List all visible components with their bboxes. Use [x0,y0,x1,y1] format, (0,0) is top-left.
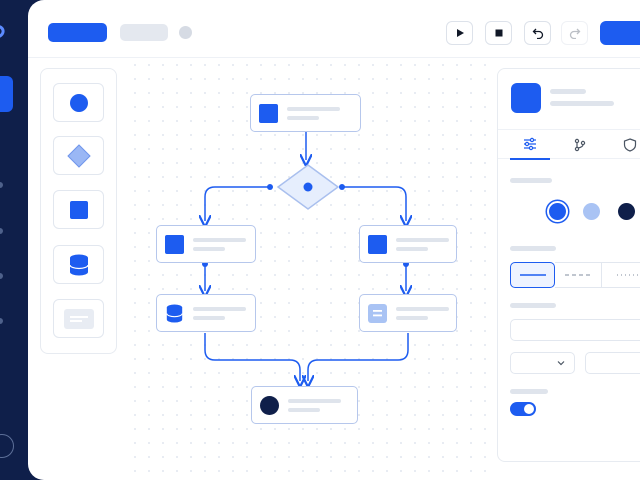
logo-icon[interactable] [0,22,8,40]
stop-icon [495,29,502,37]
toggle-label [510,389,548,394]
circle-icon [260,396,279,415]
line-style-solid[interactable] [510,262,555,288]
circle-shape-icon [69,93,88,112]
solid-line-icon [519,274,546,276]
flow-node-left-task[interactable] [156,225,256,263]
chevron-down-icon [557,361,565,366]
undo-icon [532,28,543,39]
tab-branches[interactable] [560,130,600,160]
square-shape-icon [69,200,88,219]
toolbar [28,0,640,58]
tab-permissions[interactable] [610,130,640,160]
run-button[interactable] [600,21,640,45]
diamond-shape-icon [66,143,91,168]
play-button[interactable] [446,21,473,45]
small-select-right[interactable] [585,352,640,374]
flow-node-right-document[interactable] [359,294,457,332]
small-select-left[interactable] [510,352,575,374]
secondary-action-button[interactable] [120,24,168,41]
nav-rail [0,0,28,480]
dashed-line-icon [565,274,591,276]
rail-item-dot[interactable] [0,273,3,279]
stop-button[interactable] [485,21,512,45]
primary-action-button[interactable] [48,23,107,42]
line-style-label [510,246,556,251]
shape-palette [40,68,117,354]
square-icon [368,235,387,254]
color-swatch-light-blue[interactable] [583,203,600,220]
redo-icon [569,28,580,39]
inspector-subtitle [550,101,614,106]
play-icon [456,29,464,37]
diamond-icon [303,182,313,192]
sliders-icon [524,137,536,151]
status-indicator [179,26,192,39]
tab-properties[interactable] [510,130,550,160]
select-label [510,303,556,308]
user-avatar-icon[interactable] [0,434,14,458]
color-swatch-blue[interactable] [549,203,566,220]
branch-icon [574,138,586,152]
square-icon [259,104,278,123]
node-type-icon [511,83,541,113]
flow-node-end[interactable] [251,386,358,424]
database-shape-icon [68,254,89,275]
flow-node-decision[interactable] [276,163,340,211]
undo-button[interactable] [524,21,551,45]
color-swatch-navy[interactable] [618,203,635,220]
flow-node-start[interactable] [250,94,361,132]
line-style-dotted[interactable] [602,262,640,288]
enable-toggle[interactable] [510,402,536,416]
inspector-tabs [498,129,640,160]
flow-node-left-database[interactable] [156,294,256,332]
color-label [510,178,552,183]
rail-item-dot[interactable] [0,318,3,324]
palette-item-square[interactable] [53,190,104,229]
rail-item-dot[interactable] [0,228,3,234]
dotted-line-icon [616,274,640,276]
palette-item-text-block[interactable] [53,299,104,338]
text-block-shape-icon [63,308,94,329]
palette-item-diamond[interactable] [53,136,104,175]
square-icon [165,235,184,254]
database-icon [166,304,183,323]
flow-node-right-task[interactable] [359,225,457,263]
rail-item-dot[interactable] [0,182,3,188]
rail-item-workflows[interactable] [0,76,13,112]
palette-item-database[interactable] [53,245,104,284]
line-style-dashed[interactable] [555,262,602,288]
inspector-panel [497,68,640,462]
shield-icon [623,138,637,152]
redo-button[interactable] [561,21,588,45]
document-icon [368,304,387,323]
editor-window [28,0,640,480]
inspector-title [550,89,586,94]
palette-item-circle[interactable] [53,83,104,122]
property-select[interactable] [510,319,640,341]
